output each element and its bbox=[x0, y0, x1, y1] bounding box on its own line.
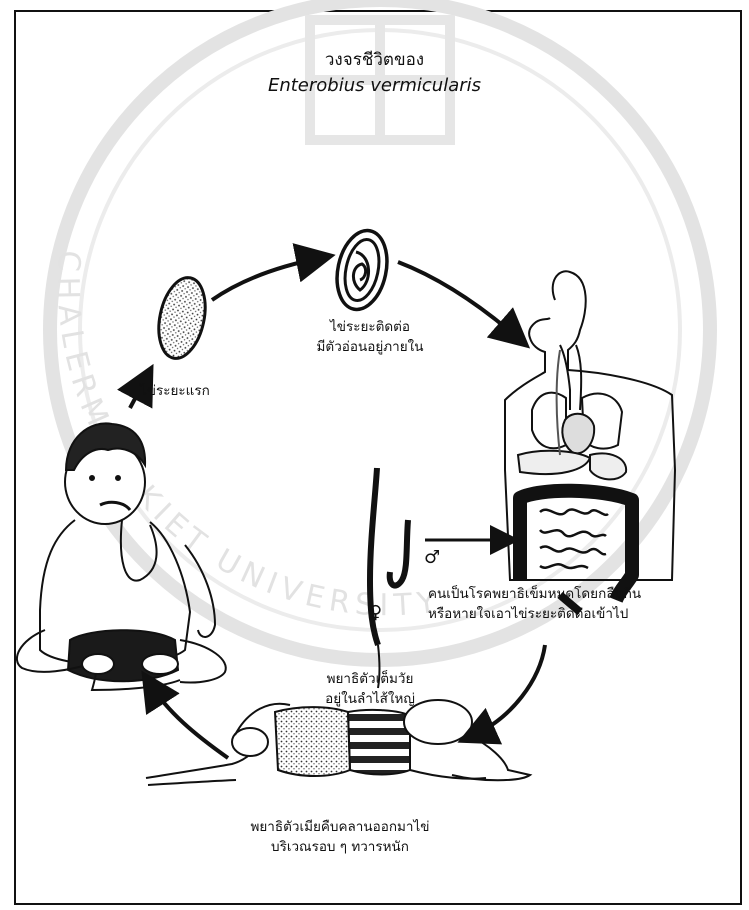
male-symbol: ♂ bbox=[424, 545, 440, 571]
arrow-early-to-infective bbox=[212, 258, 320, 300]
arrow-human-to-lying-child bbox=[472, 645, 545, 736]
arrow-lying-to-sitting-child bbox=[150, 684, 228, 758]
adult-male-worm-icon bbox=[390, 520, 408, 586]
early-egg-icon bbox=[152, 273, 212, 362]
human-torso-icon bbox=[505, 271, 675, 612]
child-sitting-icon bbox=[17, 423, 226, 690]
label-early-egg: ไข่ระยะแรก bbox=[140, 382, 290, 402]
label-egg-laying: พยาธิตัวเมียคืบคลานออกมาไข่ บริเวณรอบ ๆ … bbox=[175, 818, 505, 857]
label-adult-worms: พยาธิตัวเต็มวัย อยู่ในลำไส้ใหญ่ bbox=[285, 670, 455, 709]
label-infection: คนเป็นโรคพยาธิเข็มหมุดโดยกลืนกิน หรือหาย… bbox=[428, 585, 738, 624]
female-symbol: ♀ bbox=[369, 600, 382, 626]
child-lying-icon bbox=[146, 700, 530, 785]
infective-egg-icon bbox=[330, 226, 394, 314]
adult-female-worm-icon bbox=[370, 468, 380, 688]
label-infective-egg: ไข่ระยะติดต่อ มีตัวอ่อนอยู่ภายใน bbox=[290, 318, 450, 357]
